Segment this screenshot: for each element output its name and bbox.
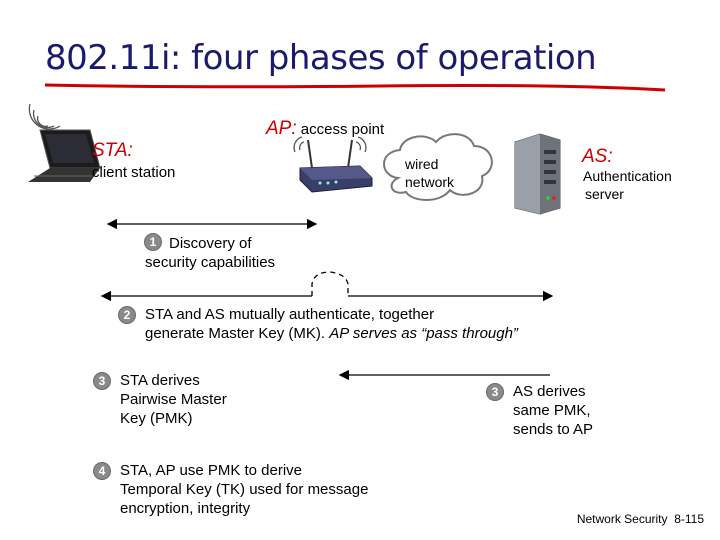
wired-network-label: wired network: [405, 156, 455, 190]
page-title: 802.11i: four phases of operation: [45, 38, 597, 78]
ap-label: AP: access point: [266, 118, 385, 139]
wireless-waves-icon: [28, 103, 61, 130]
step-1-badge: 1: [144, 233, 162, 251]
as-label: AS:: [582, 146, 613, 167]
step-2-badge: 2: [118, 306, 136, 324]
title-underline: [44, 83, 666, 92]
pass-through-dashed: [311, 271, 349, 296]
step-3-as-badge: 3: [486, 383, 504, 401]
sta-desc: client station: [92, 164, 176, 181]
step-2-text: STA and AS mutually authenticate, togeth…: [145, 306, 518, 342]
sta-label: STA:: [92, 140, 133, 161]
laptop-icon: [28, 129, 101, 182]
slide-footer: Network Security 8-115: [576, 512, 704, 526]
as-desc: Authentication server: [583, 168, 672, 202]
router-icon: [299, 139, 373, 193]
step-3-as-text: AS derives same PMK, sends to AP: [513, 383, 594, 438]
step-4-text: STA, AP use PMK to derive Temporal Key (…: [120, 462, 369, 517]
wireless-waves-icon: [293, 136, 367, 153]
step-4-badge: 4: [93, 462, 111, 480]
step-3-sta-text: STA derives Pairwise Master Key (PMK): [120, 372, 227, 427]
server-icon: [514, 133, 561, 215]
cloud-icon: [383, 133, 493, 201]
step-1-text: Discovery of security capabilities: [145, 235, 276, 271]
step-3-sta-badge: 3: [93, 372, 111, 390]
